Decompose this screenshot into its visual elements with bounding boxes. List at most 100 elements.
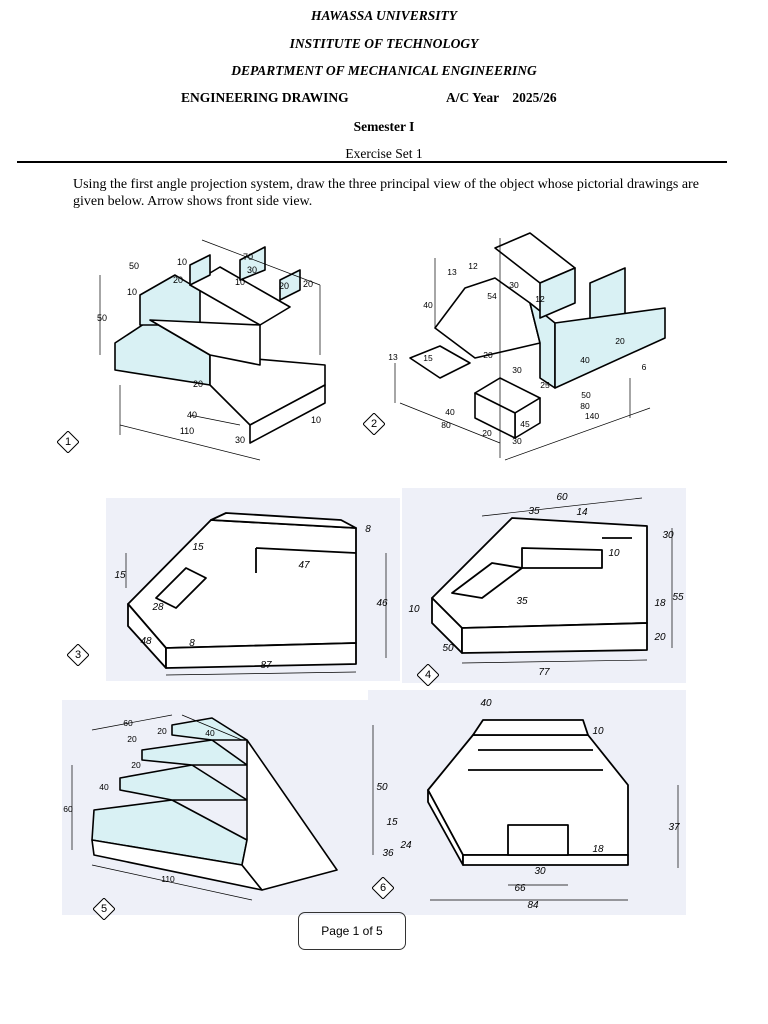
figure-3-drawing: 8 15 15 47 28 46 48 8 87 bbox=[106, 498, 400, 681]
fig2-dim: 20 bbox=[615, 336, 625, 346]
figure-number-badge: 2 bbox=[363, 413, 385, 435]
fig2-dim: 30 bbox=[509, 280, 519, 290]
fig3-dim: 15 bbox=[192, 542, 204, 553]
fig4-dim: 14 bbox=[576, 507, 588, 518]
fig5-dim: 40 bbox=[99, 782, 109, 792]
fig6-dim: 50 bbox=[376, 782, 388, 793]
fig5-dim: 20 bbox=[127, 734, 137, 744]
fig5-dim: 60 bbox=[123, 718, 133, 728]
fig1-dim: 30 bbox=[247, 265, 257, 275]
fig4-dim: 60 bbox=[556, 492, 568, 503]
fig6-dim: 30 bbox=[534, 866, 546, 877]
fig3-dim: 8 bbox=[365, 524, 371, 535]
fig6-dim: 36 bbox=[382, 848, 394, 859]
fig1-dim: 20 bbox=[279, 281, 289, 291]
fig3-dim: 15 bbox=[114, 570, 126, 581]
fig5-dim: 20 bbox=[131, 760, 141, 770]
figure-5-drawing: 60 20 20 40 20 40 60 110 bbox=[62, 700, 380, 915]
figure-2-drawing: 12 13 30 54 12 40 13 15 20 20 30 40 25 6… bbox=[380, 228, 680, 473]
fig1-dim: 10 bbox=[127, 287, 137, 297]
fig2-dim: 40 bbox=[445, 407, 455, 417]
fig4-dim: 35 bbox=[516, 596, 528, 607]
figure-number: 3 bbox=[74, 649, 82, 661]
fig2-dim: 13 bbox=[447, 267, 457, 277]
fig2-dim: 140 bbox=[585, 411, 599, 421]
fig2-dim: 45 bbox=[520, 419, 530, 429]
fig2-dim: 40 bbox=[423, 300, 433, 310]
fig1-dim: 20 bbox=[193, 379, 203, 389]
fig2-dim: 30 bbox=[512, 436, 522, 446]
fig6-dim: 66 bbox=[514, 883, 526, 894]
fig1-dim: 110 bbox=[180, 426, 194, 436]
course-title: ENGINEERING DRAWING bbox=[181, 90, 349, 105]
fig1-dim: 50 bbox=[97, 313, 107, 323]
fig1-dim: 20 bbox=[303, 279, 313, 289]
fig6-dim: 24 bbox=[399, 840, 412, 851]
department-name: DEPARTMENT OF MECHANICAL ENGINEERING bbox=[231, 63, 537, 78]
fig2-dim: 80 bbox=[580, 401, 590, 411]
fig3-dim: 8 bbox=[189, 638, 195, 649]
fig1-dim: 20 bbox=[173, 275, 183, 285]
institute-name: INSTITUTE OF TECHNOLOGY bbox=[289, 36, 479, 51]
figure-number: 2 bbox=[370, 418, 378, 430]
fig6-dim: 18 bbox=[592, 844, 604, 855]
figure-number-badge: 1 bbox=[57, 431, 79, 453]
fig1-dim: 10 bbox=[311, 415, 321, 425]
fig4-dim: 10 bbox=[408, 604, 420, 615]
fig1-dim: 30 bbox=[235, 435, 245, 445]
fig3-dim: 48 bbox=[140, 636, 152, 647]
fig5-dim: 60 bbox=[63, 804, 73, 814]
fig3-dim: 47 bbox=[298, 560, 310, 571]
fig4-dim: 10 bbox=[608, 548, 620, 559]
fig2-dim: 6 bbox=[642, 362, 647, 372]
figure-4-drawing: 60 35 14 30 10 35 10 18 55 20 50 77 bbox=[402, 488, 686, 683]
academic-year: A/C Year 2025/26 bbox=[446, 90, 557, 105]
figure-number: 5 bbox=[100, 903, 108, 915]
page-indicator: Page 1 of 5 bbox=[298, 912, 406, 950]
fig4-dim: 18 bbox=[654, 598, 666, 609]
fig2-dim: 13 bbox=[388, 352, 398, 362]
fig2-dim: 12 bbox=[535, 294, 545, 304]
fig1-dim: 40 bbox=[187, 410, 197, 420]
figure-1-drawing: 50 10 70 30 10 20 20 20 10 50 20 40 110 … bbox=[90, 225, 340, 470]
figure-number-badge: 4 bbox=[417, 664, 439, 686]
fig1-dim: 70 bbox=[243, 252, 253, 262]
semester: Semester I bbox=[353, 119, 415, 134]
university-name: HAWASSA UNIVERSITY bbox=[311, 8, 457, 23]
fig2-dim: 50 bbox=[581, 390, 591, 400]
fig4-dim: 77 bbox=[538, 667, 550, 678]
fig6-dim: 84 bbox=[527, 900, 539, 911]
figure-6-drawing: 40 10 50 15 36 24 18 37 30 66 84 bbox=[368, 690, 686, 915]
fig2-dim: 15 bbox=[423, 353, 433, 363]
fig2-dim: 80 bbox=[441, 420, 451, 430]
fig2-dim: 20 bbox=[483, 350, 493, 360]
figure-number-badge: 3 bbox=[67, 644, 89, 666]
fig3-dim: 87 bbox=[260, 660, 272, 671]
fig6-dim: 40 bbox=[480, 698, 492, 709]
figure-number: 6 bbox=[379, 882, 387, 894]
fig2-dim: 12 bbox=[468, 261, 478, 271]
fig3-dim: 46 bbox=[376, 598, 388, 609]
fig4-dim: 50 bbox=[442, 643, 454, 654]
fig1-dim: 10 bbox=[235, 277, 245, 287]
figure-number-badge: 6 bbox=[372, 877, 394, 899]
fig5-dim: 20 bbox=[157, 726, 167, 736]
fig1-dim: 10 bbox=[177, 257, 187, 267]
fig5-dim: 40 bbox=[205, 728, 215, 738]
fig4-dim: 20 bbox=[653, 632, 666, 643]
fig4-dim: 35 bbox=[528, 506, 540, 517]
fig2-dim: 25 bbox=[540, 380, 550, 390]
fig3-dim: 28 bbox=[151, 602, 164, 613]
fig4-dim: 55 bbox=[672, 592, 684, 603]
instructions: Using the first angle projection system,… bbox=[73, 177, 699, 209]
figure-number: 1 bbox=[64, 436, 72, 448]
fig2-dim: 54 bbox=[487, 291, 497, 301]
fig6-dim: 10 bbox=[592, 726, 604, 737]
exercise-title: Exercise Set 1 bbox=[345, 146, 423, 161]
figure-number-badge: 5 bbox=[93, 898, 115, 920]
figure-number: 4 bbox=[424, 669, 432, 681]
fig2-dim: 30 bbox=[512, 365, 522, 375]
fig4-dim: 30 bbox=[662, 530, 674, 541]
header-divider bbox=[17, 161, 727, 163]
fig6-dim: 37 bbox=[668, 822, 680, 833]
